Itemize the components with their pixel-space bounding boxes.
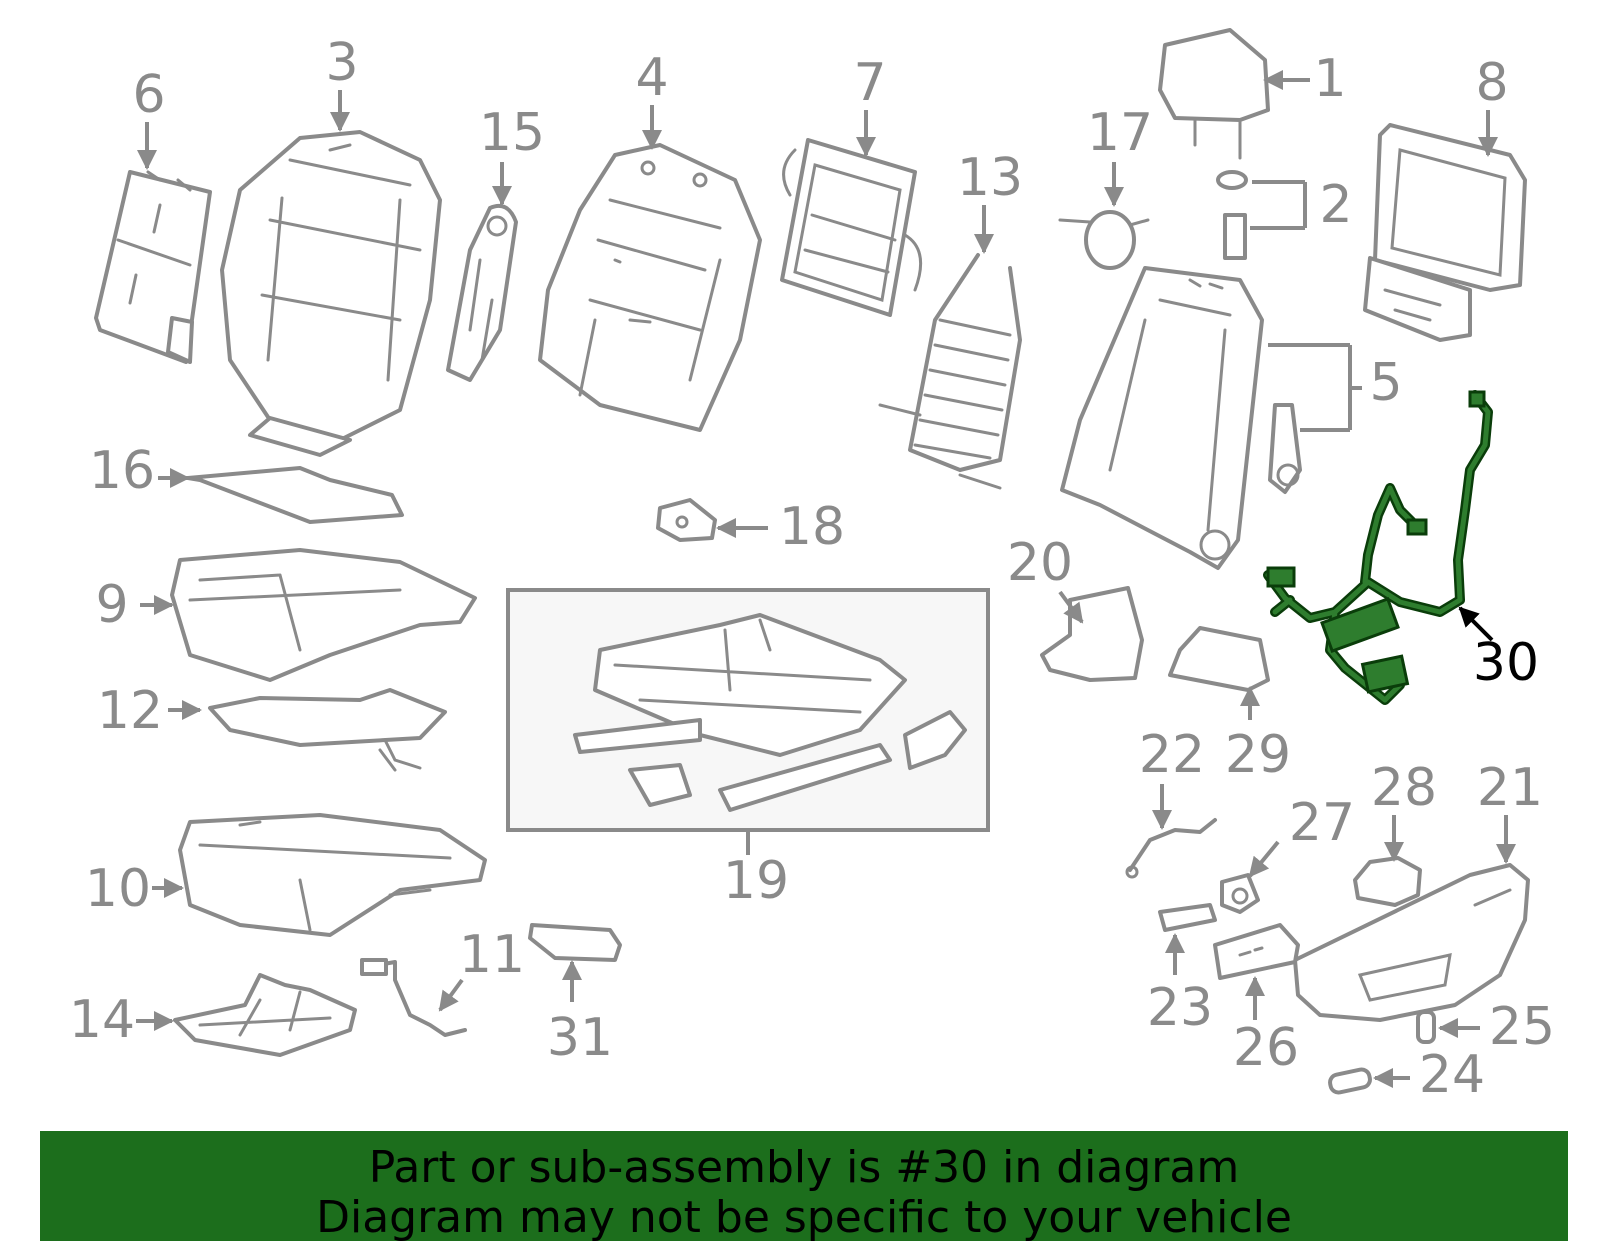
callout-4-label: 4 xyxy=(635,48,668,108)
part-24-knob[interactable] xyxy=(1328,1067,1372,1095)
callout-29: 29 xyxy=(1225,686,1291,785)
part-1-headrest[interactable] xyxy=(1158,28,1270,160)
part-4-seatback-frame[interactable] xyxy=(538,143,762,432)
callout-24-label: 24 xyxy=(1419,1045,1485,1105)
part-13-spring-mat[interactable] xyxy=(878,253,1022,490)
callout-19: 19 xyxy=(723,830,789,911)
parts-diagram: 6 3 15 4 7 xyxy=(69,28,1555,1105)
callout-10-label: 10 xyxy=(85,859,151,919)
part-5-actuator[interactable] xyxy=(1268,403,1302,494)
callout-18-label: 18 xyxy=(779,497,845,557)
callout-21: 21 xyxy=(1477,758,1543,864)
part-3-seatback-cover[interactable] xyxy=(220,130,442,457)
part-9-cushion-cover[interactable] xyxy=(170,548,477,682)
callout-5: 5 xyxy=(1268,343,1403,432)
callout-1: 1 xyxy=(1263,49,1347,109)
callout-2-label: 2 xyxy=(1319,175,1352,235)
callout-31: 31 xyxy=(547,960,613,1068)
part-20-bracket[interactable] xyxy=(1040,586,1144,682)
callout-28-label: 28 xyxy=(1371,758,1437,818)
callout-8: 8 xyxy=(1475,53,1509,157)
callout-22: 22 xyxy=(1139,725,1205,830)
part-18-clip[interactable] xyxy=(656,498,717,542)
callout-19-label: 19 xyxy=(723,851,789,911)
callout-13: 13 xyxy=(957,148,1023,254)
callout-23-label: 23 xyxy=(1147,978,1213,1038)
callout-2: 2 xyxy=(1250,175,1353,235)
callout-26-label: 26 xyxy=(1233,1018,1299,1078)
part-14-pan[interactable] xyxy=(173,973,357,1057)
part-7-lumbar-module[interactable] xyxy=(780,138,923,317)
part-22-wire[interactable] xyxy=(1125,818,1217,879)
callout-30-label: 30 xyxy=(1473,633,1539,693)
callout-27-label: 27 xyxy=(1289,793,1355,853)
callout-6-label: 6 xyxy=(132,65,165,125)
part-21-side-shield[interactable] xyxy=(1293,863,1530,1022)
banner-line-disclaimer: Diagram may not be specific to your vehi… xyxy=(316,1192,1292,1243)
callout-17-label: 17 xyxy=(1087,103,1153,163)
part-5-back-frame[interactable] xyxy=(1060,266,1264,570)
part-8-rear-panel[interactable] xyxy=(1363,123,1527,342)
callout-3: 3 xyxy=(325,33,359,132)
callout-21-label: 21 xyxy=(1477,758,1543,818)
part-10-cushion-pad[interactable] xyxy=(178,813,487,937)
callout-24: 24 xyxy=(1373,1045,1485,1105)
callout-25-label: 25 xyxy=(1489,997,1555,1057)
callout-7: 7 xyxy=(853,53,887,157)
callout-13-label: 13 xyxy=(957,148,1023,208)
part-2-headrest-guide[interactable] xyxy=(1216,170,1248,260)
callout-11-label: 11 xyxy=(459,925,525,985)
callout-12-label: 12 xyxy=(97,681,163,741)
callout-6: 6 xyxy=(132,65,166,170)
callout-10: 10 xyxy=(85,859,184,919)
callout-18: 18 xyxy=(716,497,845,557)
callout-1-label: 1 xyxy=(1313,49,1346,109)
callout-16-label: 16 xyxy=(89,441,155,501)
callout-17: 17 xyxy=(1087,103,1153,207)
callout-12: 12 xyxy=(97,681,202,741)
part-11-cable[interactable] xyxy=(360,958,467,1037)
part-23-switch[interactable] xyxy=(1158,903,1217,932)
callout-22-label: 22 xyxy=(1139,725,1205,785)
callout-15-label: 15 xyxy=(479,103,545,163)
part-27-knob[interactable] xyxy=(1220,873,1260,914)
part-30-wiring-harness[interactable] xyxy=(1263,390,1493,705)
callout-15: 15 xyxy=(479,103,545,206)
banner-line-part-number: Part or sub-assembly is #30 in diagram xyxy=(368,1142,1240,1193)
callout-9: 9 xyxy=(95,575,174,635)
callout-8-label: 8 xyxy=(1475,53,1508,113)
callout-25: 25 xyxy=(1438,997,1555,1057)
callout-30: 30 xyxy=(1458,606,1539,693)
callout-11: 11 xyxy=(438,925,525,1012)
callout-14: 14 xyxy=(69,990,174,1050)
callout-3-label: 3 xyxy=(325,33,358,93)
callout-9-label: 9 xyxy=(95,575,128,635)
part-26-switch-bezel[interactable] xyxy=(1213,923,1300,980)
callout-23: 23 xyxy=(1147,933,1213,1038)
callout-14-label: 14 xyxy=(69,990,135,1050)
callout-27: 27 xyxy=(1248,793,1355,878)
callout-7-label: 7 xyxy=(853,53,886,113)
part-12-heater-mat[interactable] xyxy=(208,688,447,772)
part-28-bracket[interactable] xyxy=(1353,856,1422,907)
part-17-clip[interactable] xyxy=(1058,210,1150,270)
part-29-bracket[interactable] xyxy=(1168,626,1270,692)
part-15-side-trim[interactable] xyxy=(446,203,518,382)
callout-20-label: 20 xyxy=(1007,533,1073,593)
callout-20: 20 xyxy=(1007,533,1084,624)
callout-4: 4 xyxy=(635,48,669,150)
part-19-seat-adjuster[interactable] xyxy=(506,588,990,832)
part-16-pad[interactable] xyxy=(186,466,404,524)
part-6-back-panel[interactable] xyxy=(94,170,212,364)
callout-26: 26 xyxy=(1233,976,1299,1078)
callout-5-label: 5 xyxy=(1369,353,1402,413)
callout-28: 28 xyxy=(1371,758,1437,862)
part-25-knob[interactable] xyxy=(1416,1010,1436,1044)
callout-31-label: 31 xyxy=(547,1008,613,1068)
info-banner: Part or sub-assembly is #30 in diagram D… xyxy=(40,1131,1568,1243)
callout-16: 16 xyxy=(89,441,190,501)
part-31-module[interactable] xyxy=(528,923,622,962)
callout-29-label: 29 xyxy=(1225,725,1291,785)
